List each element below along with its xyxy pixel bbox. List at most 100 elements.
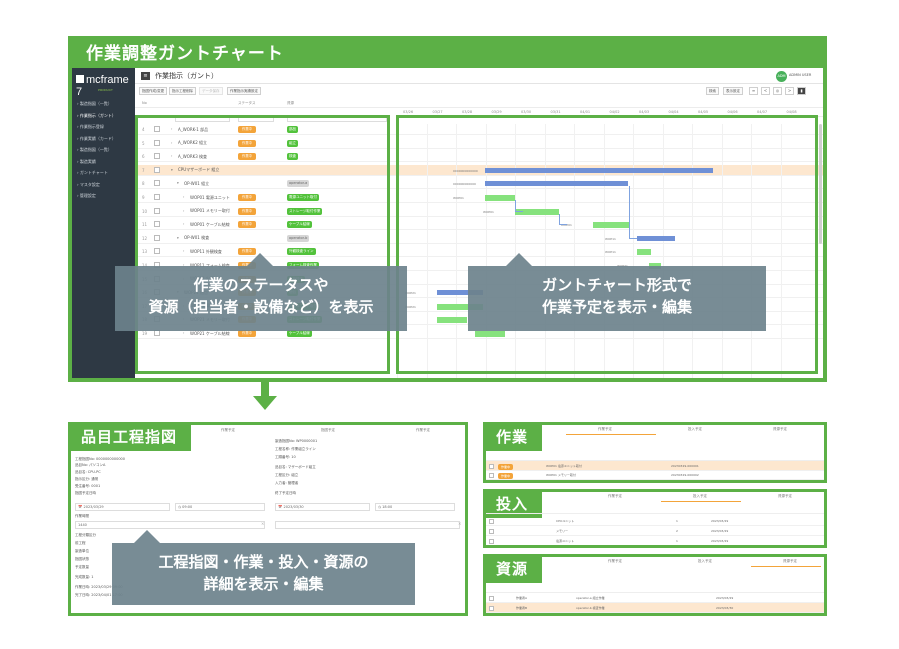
expand-icon[interactable]: ▾ bbox=[171, 167, 173, 172]
input-tab-1[interactable]: 投入予定 bbox=[693, 494, 707, 498]
work-tab-1[interactable]: 投入予定 bbox=[688, 427, 702, 431]
row-checkbox[interactable] bbox=[489, 464, 494, 469]
table-row[interactable]: 11›WOP01 ケーブル結線作業中ケーブル結線 bbox=[135, 219, 823, 231]
table-row[interactable]: 9›WOP01 電源ユニット作業中電源ユニット取付 bbox=[135, 192, 823, 203]
input-tab-2[interactable]: 資源予定 bbox=[778, 494, 792, 498]
resource-tab-0[interactable]: 作業予定 bbox=[608, 559, 622, 563]
table-row[interactable]: 4›A_WORK-1 部品作業中部品 bbox=[135, 124, 823, 135]
work-tab-0[interactable]: 作業予定 bbox=[598, 427, 612, 431]
list-icon[interactable]: ≡ bbox=[749, 87, 758, 95]
expand-icon[interactable]: › bbox=[171, 127, 173, 131]
sidebar-item-3[interactable]: › 作業実績（カード） bbox=[77, 135, 116, 141]
resource-tab-1[interactable]: 投入予定 bbox=[698, 559, 712, 563]
vertical-scrollbar[interactable] bbox=[819, 124, 822, 244]
menu-icon[interactable]: ≡ bbox=[141, 72, 150, 80]
gantt-bar[interactable] bbox=[637, 249, 651, 256]
table-row[interactable]: 13›WOP11 外観検査作業中外観検査ライン bbox=[135, 246, 823, 258]
search-button[interactable]: 検索 bbox=[706, 87, 719, 95]
gantt-bar[interactable] bbox=[437, 317, 467, 324]
gantt-bar[interactable] bbox=[637, 235, 675, 241]
save-data-button[interactable]: データ保存 bbox=[199, 87, 223, 95]
expand-icon[interactable]: › bbox=[183, 263, 185, 267]
gantt-bar[interactable] bbox=[485, 195, 515, 201]
row-checkbox[interactable] bbox=[154, 180, 160, 187]
sidebar-item-8[interactable]: › 管理設定 bbox=[77, 193, 96, 198]
end-date-input[interactable]: 📅 2023/03/30 bbox=[275, 503, 370, 511]
row-checkbox[interactable] bbox=[489, 606, 494, 611]
row-checkbox[interactable] bbox=[154, 139, 160, 146]
input-tab-0[interactable]: 作業予定 bbox=[608, 494, 622, 498]
expand-icon[interactable]: ▾ bbox=[177, 181, 179, 186]
clear-icon[interactable]: × bbox=[458, 521, 462, 526]
gantt-bar[interactable] bbox=[475, 331, 505, 337]
row-checkbox[interactable] bbox=[154, 234, 160, 241]
row-checkbox[interactable] bbox=[154, 194, 160, 200]
row-checkbox[interactable] bbox=[154, 166, 160, 173]
create-order-button[interactable]: 指図作成/変更 bbox=[139, 87, 168, 95]
gantt-bar[interactable] bbox=[437, 303, 483, 310]
row-checkbox[interactable] bbox=[489, 529, 494, 534]
gantt-bar[interactable] bbox=[515, 208, 559, 215]
row-checkbox[interactable] bbox=[489, 596, 494, 601]
sidebar-item-0[interactable]: › 製造指図（一覧） bbox=[77, 101, 112, 106]
sidebar-item-2[interactable]: › 作業指示登録 bbox=[77, 124, 104, 129]
row-checkbox[interactable] bbox=[489, 519, 494, 524]
clear-icon[interactable]: × bbox=[261, 521, 265, 526]
gantt-bar[interactable] bbox=[593, 222, 629, 229]
expand-icon[interactable]: › bbox=[183, 222, 185, 227]
expand-icon[interactable]: › bbox=[183, 208, 185, 213]
expand-icon[interactable]: › bbox=[183, 331, 185, 335]
detail-tab-2[interactable]: 作業予定 bbox=[416, 428, 430, 432]
table-row[interactable]: 10›WOP01 メモリー取付作業中ストレージ取付作業 bbox=[135, 206, 823, 217]
sidebar-item-6[interactable]: › ガントチャート bbox=[77, 170, 108, 175]
result-setting-button[interactable]: 作業指示実績設定 bbox=[227, 87, 261, 95]
sidebar-item-1[interactable]: › 作業指示（ガント） bbox=[77, 112, 116, 118]
start-date-input[interactable]: 📅 2023/03/29 bbox=[75, 503, 170, 511]
table-row[interactable]: 6›A_WORK3 検査作業中検査 bbox=[135, 151, 823, 163]
gantt-bar[interactable] bbox=[485, 181, 628, 187]
view-toggle-icon[interactable]: ▮ bbox=[797, 87, 806, 95]
start-time-input[interactable]: ◷ 09:00 bbox=[175, 503, 265, 511]
expand-icon[interactable]: › bbox=[183, 249, 185, 254]
resource-tab-2[interactable]: 資源予定 bbox=[783, 559, 797, 563]
sidebar-item-4[interactable]: › 製造指図（一覧） bbox=[77, 147, 112, 152]
avatar[interactable]: ADM bbox=[776, 71, 787, 82]
row-checkbox[interactable] bbox=[154, 248, 160, 255]
row-checkbox[interactable] bbox=[489, 473, 494, 478]
row-checkbox[interactable] bbox=[154, 221, 160, 228]
display-setting-button[interactable]: 表示設定 bbox=[723, 87, 743, 95]
expand-icon[interactable]: › bbox=[171, 140, 173, 145]
note-input[interactable] bbox=[275, 521, 460, 529]
table-row[interactable]: 5›A_WORK2 組立作業中組立 bbox=[135, 138, 823, 149]
next-icon[interactable]: > bbox=[785, 87, 794, 95]
row-checkbox[interactable] bbox=[154, 153, 160, 160]
table-row[interactable]: 7▾CPUマザーボード 組立 bbox=[135, 164, 823, 176]
row-checkbox[interactable] bbox=[489, 482, 494, 483]
sidebar-item-5[interactable]: › 製造実績 bbox=[77, 158, 96, 164]
detail-tab-1[interactable]: 指図予定 bbox=[321, 428, 335, 432]
row-checkbox[interactable] bbox=[489, 539, 494, 544]
user-name[interactable]: ADMIN USER bbox=[789, 73, 812, 77]
work-time-input[interactable]: 1440 bbox=[75, 521, 265, 529]
expand-icon[interactable]: › bbox=[171, 154, 173, 159]
today-icon[interactable]: ◎ bbox=[773, 87, 782, 95]
work-tab-2[interactable]: 資源予定 bbox=[773, 427, 787, 431]
gantt-bar[interactable] bbox=[485, 167, 713, 173]
prev-icon[interactable]: < bbox=[761, 87, 770, 95]
detail-tab-0[interactable]: 作業予定 bbox=[221, 428, 235, 432]
expand-icon[interactable]: ▾ bbox=[177, 235, 179, 240]
expand-icon[interactable]: › bbox=[183, 195, 185, 199]
row-checkbox[interactable] bbox=[154, 207, 160, 214]
sidebar-item-7[interactable]: › マスタ設定 bbox=[77, 181, 100, 187]
end-time-input[interactable]: ◷ 18:00 bbox=[375, 503, 455, 511]
